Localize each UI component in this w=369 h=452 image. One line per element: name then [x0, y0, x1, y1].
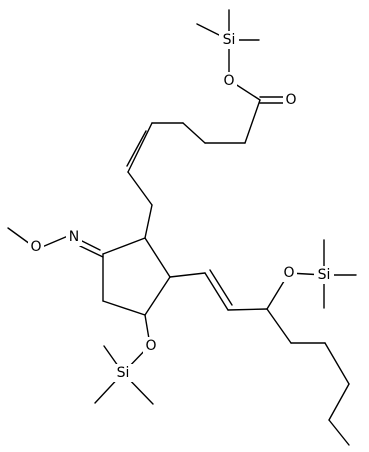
bond-ring-to-vinyl	[169, 272, 206, 278]
svg-text:O: O	[30, 239, 41, 255]
bond-ring-b	[144, 276, 171, 316]
bond-pentyl-5	[328, 419, 350, 446]
svg-text:Si: Si	[318, 267, 331, 283]
bond-o-methyl-oxime	[7, 227, 31, 245]
atom-o-ring-otms: O	[143, 337, 159, 355]
bond-chain-1	[244, 99, 261, 144]
bond-alkene-to-choh	[227, 308, 268, 311]
bond-pentyl-4	[328, 383, 350, 421]
bond-cis-alkene-2	[126, 130, 147, 167]
bond-chain-to-ring	[144, 204, 153, 239]
svg-text:O: O	[283, 265, 294, 281]
bond-ring-a	[144, 237, 171, 278]
atom-o-ester-single: O	[221, 72, 237, 90]
svg-text:O: O	[285, 92, 296, 108]
bond-chain-3	[182, 122, 206, 144]
bond-c-n-double-2	[79, 239, 101, 251]
atom-o-oxime: O	[28, 238, 44, 256]
bond-trans-alkene-2	[209, 269, 233, 306]
svg-text:N: N	[69, 229, 79, 245]
bond-ring-c	[102, 300, 146, 316]
svg-text:Si: Si	[223, 32, 236, 48]
atom-si-ring: Si	[113, 364, 133, 382]
bond-pentyl-3	[324, 342, 350, 385]
atom-o-chain-otms: O	[281, 264, 297, 282]
bond-n-o-oxime	[41, 235, 69, 248]
atom-n-oxime: N	[66, 228, 82, 246]
bond-chain-5	[127, 171, 153, 206]
atom-si-chain: Si	[314, 266, 334, 284]
atom-si-ester: Si	[219, 31, 239, 49]
bond-ring-e	[102, 237, 146, 255]
bond-c-n-double-1	[79, 245, 104, 258]
bond-trans-alkene-1	[204, 272, 229, 311]
bond-pentyl-1	[266, 308, 292, 344]
svg-text:Si: Si	[117, 365, 130, 381]
svg-text:O: O	[223, 73, 234, 89]
svg-text:O: O	[145, 338, 156, 354]
atom-o-carbonyl: O	[283, 91, 299, 109]
bond-cis-alkene-1	[127, 122, 153, 173]
